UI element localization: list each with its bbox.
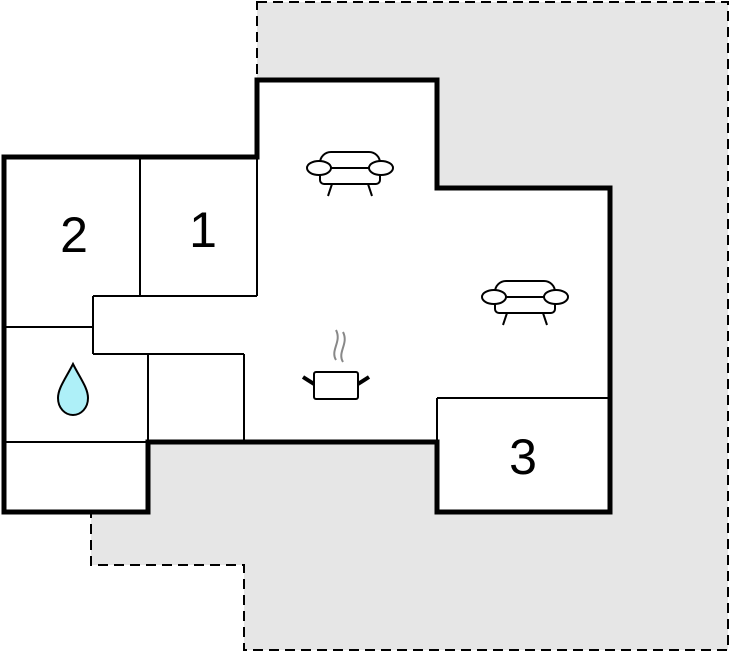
exterior-walls <box>1 77 613 515</box>
cooking-pot-icon <box>301 329 371 400</box>
room-label-1: 1 <box>189 202 217 258</box>
interior-walls <box>4 157 610 443</box>
water-drop-icon <box>56 361 90 417</box>
room-label-2: 2 <box>60 207 88 263</box>
sofa-icon <box>306 151 394 197</box>
room-label-3: 3 <box>509 429 537 485</box>
sofa-icon <box>481 280 569 326</box>
